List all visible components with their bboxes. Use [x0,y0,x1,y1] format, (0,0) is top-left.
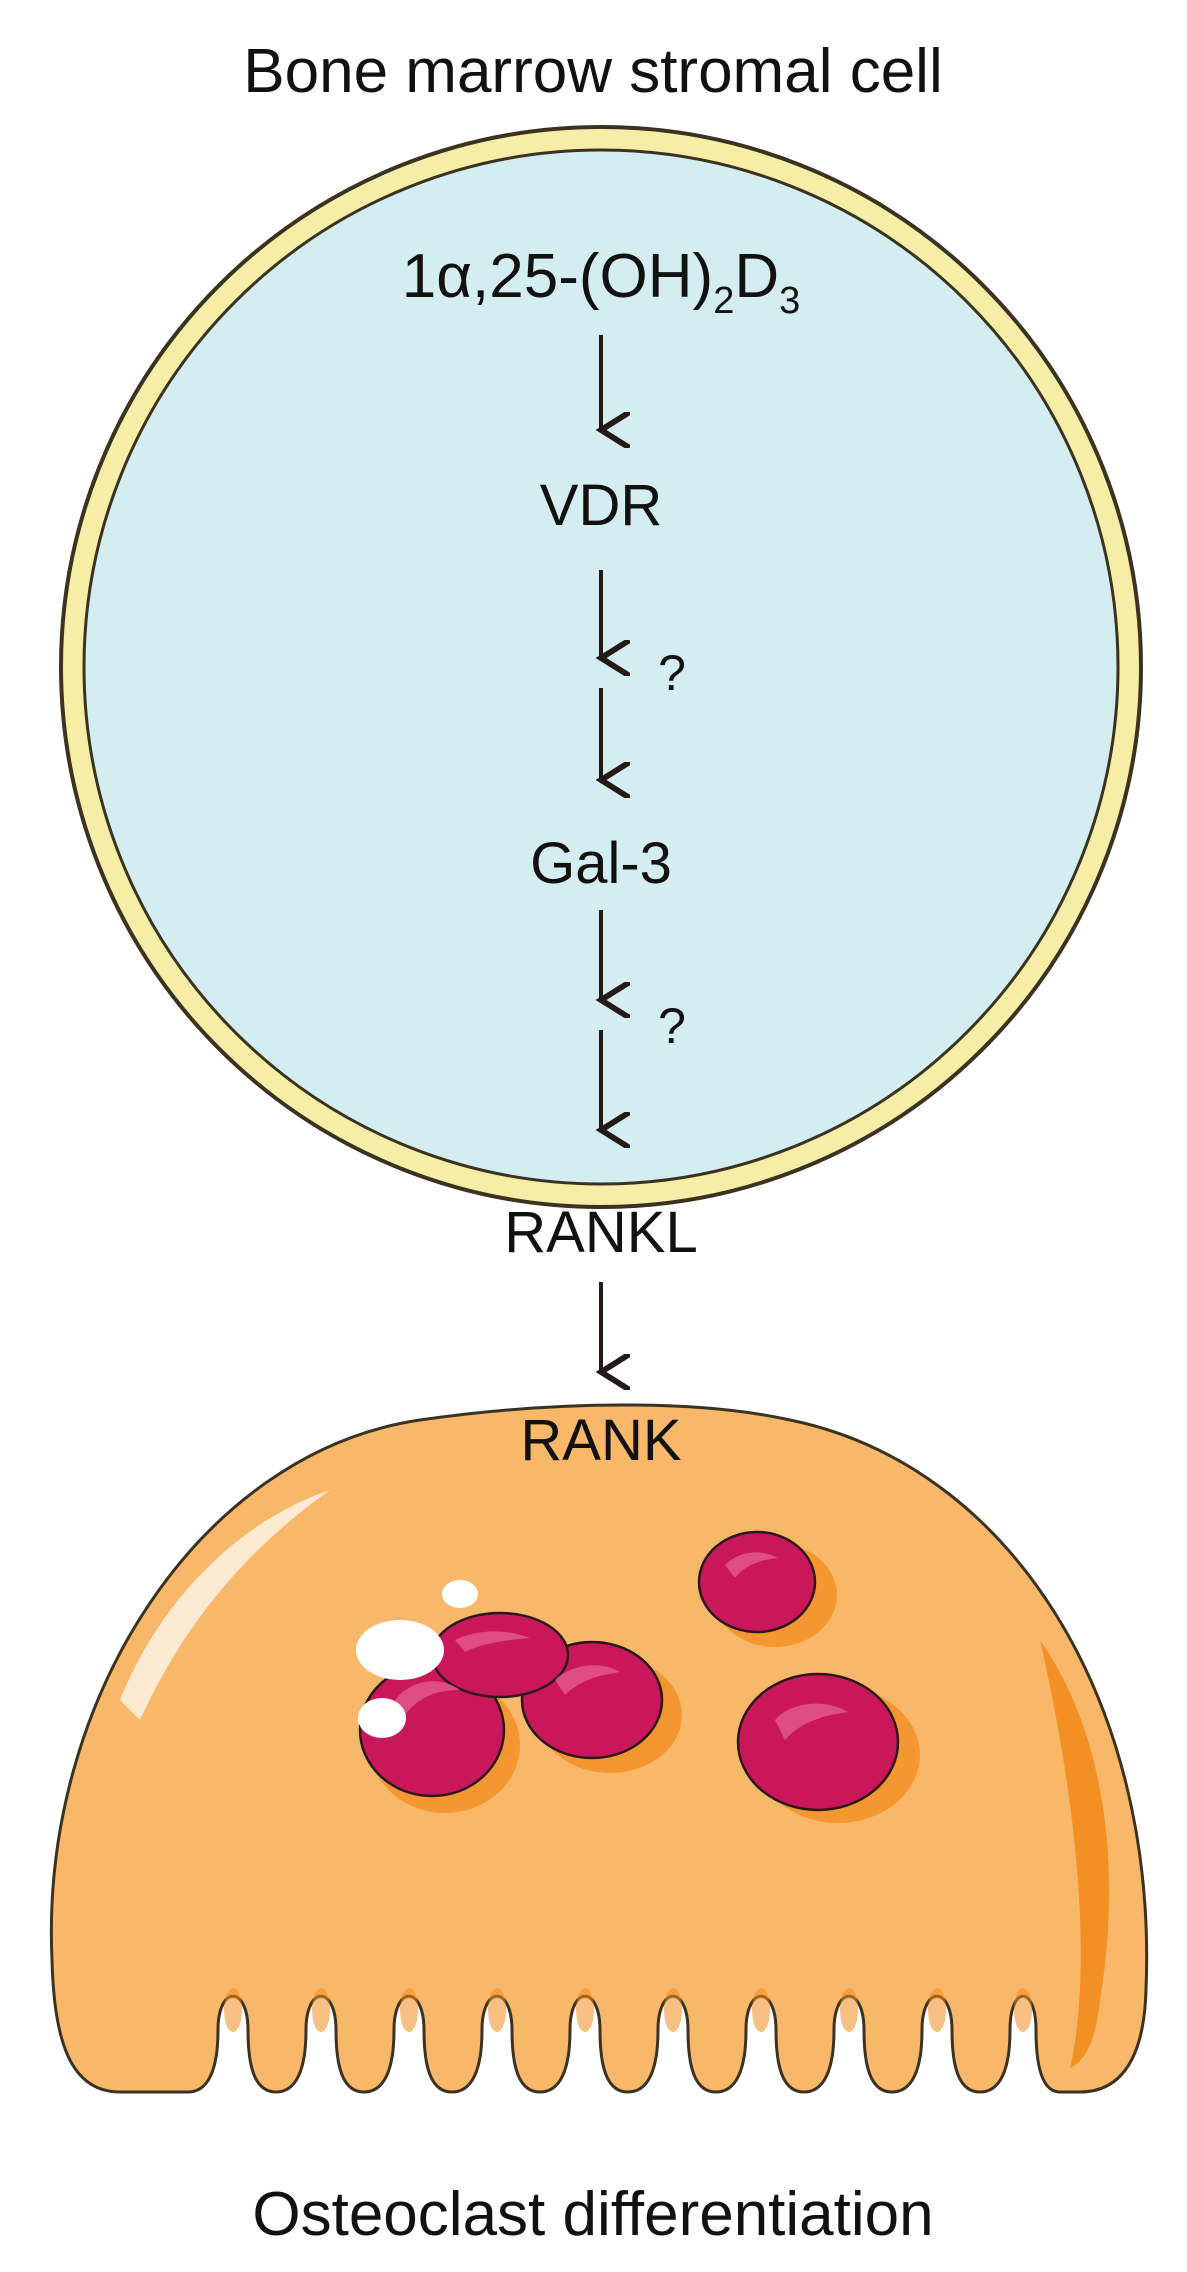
compound-label: 1α,25-(OH)2D3 [402,242,801,322]
unknown-mark-1: ? [658,645,686,701]
step-gal3: Gal-3 [530,831,672,896]
unknown-mark-2: ? [658,998,686,1054]
step-rank: RANK [520,1408,681,1473]
nucleus-icon [356,1530,920,1823]
step-vdr: VDR [540,473,662,538]
bottom-caption: Osteoclast differentiation [252,2180,933,2249]
step-rankl: RANKL [504,1200,697,1265]
diagram-title: Bone marrow stromal cell [243,37,942,106]
